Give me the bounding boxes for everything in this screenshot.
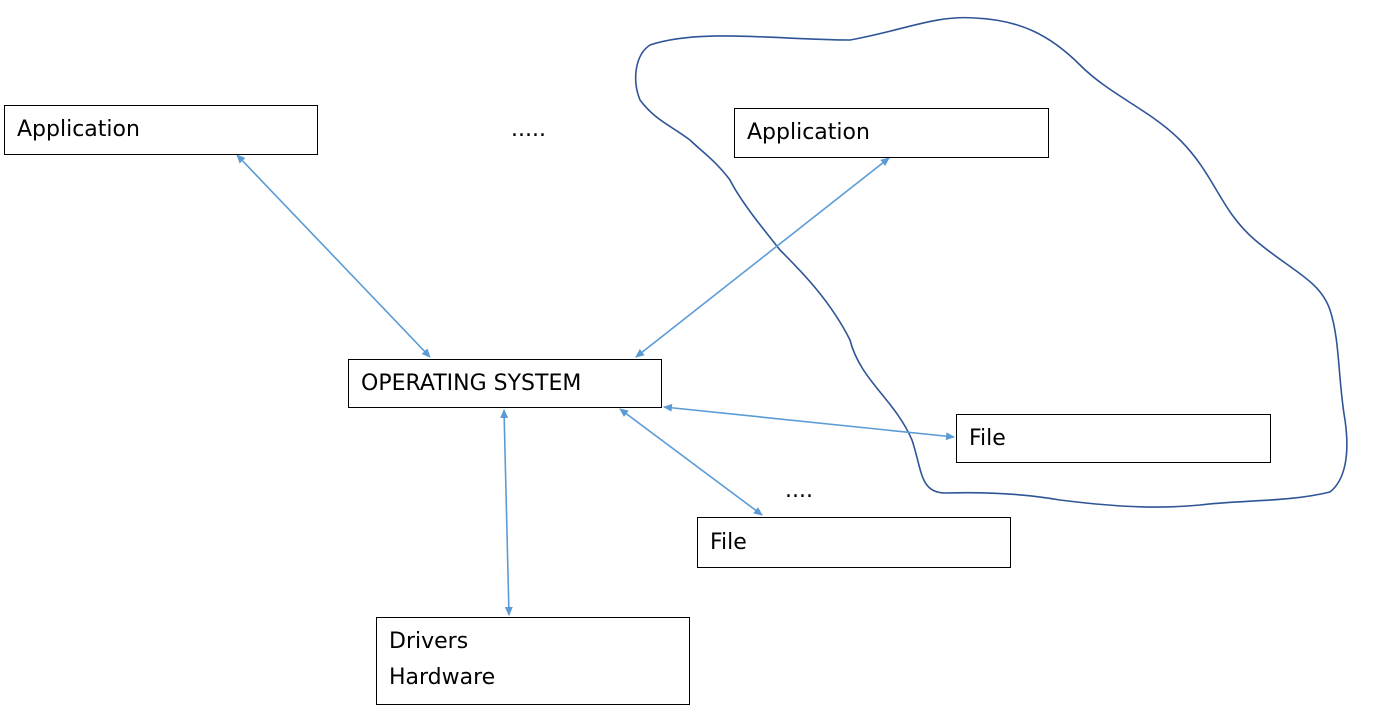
- drivers-label: Drivers: [389, 629, 469, 654]
- ellipsis-applications: .....: [511, 117, 546, 142]
- file-box-right: File: [956, 414, 1271, 463]
- arrow-os-drivers: [500, 409, 513, 616]
- application-box-right: Application: [734, 108, 1049, 158]
- drivers-hardware-box: Drivers Hardware: [376, 617, 690, 705]
- application-box-left: Application: [4, 105, 318, 155]
- arrow-os-file-right: [663, 403, 955, 441]
- file-box-middle: File: [697, 517, 1011, 568]
- ellipsis-files: ....: [785, 478, 813, 503]
- file-label-middle: File: [710, 530, 747, 555]
- operating-system-label: OPERATING SYSTEM: [361, 371, 582, 396]
- arrow-app-right-os: [635, 157, 890, 358]
- hardware-label: Hardware: [389, 665, 496, 690]
- application-label-right: Application: [747, 120, 870, 145]
- arrow-os-file-mid: [619, 408, 763, 516]
- file-label-right: File: [969, 426, 1006, 451]
- operating-system-box: OPERATING SYSTEM: [348, 359, 662, 408]
- arrow-app-left-os: [236, 154, 431, 358]
- application-label-left: Application: [17, 117, 140, 142]
